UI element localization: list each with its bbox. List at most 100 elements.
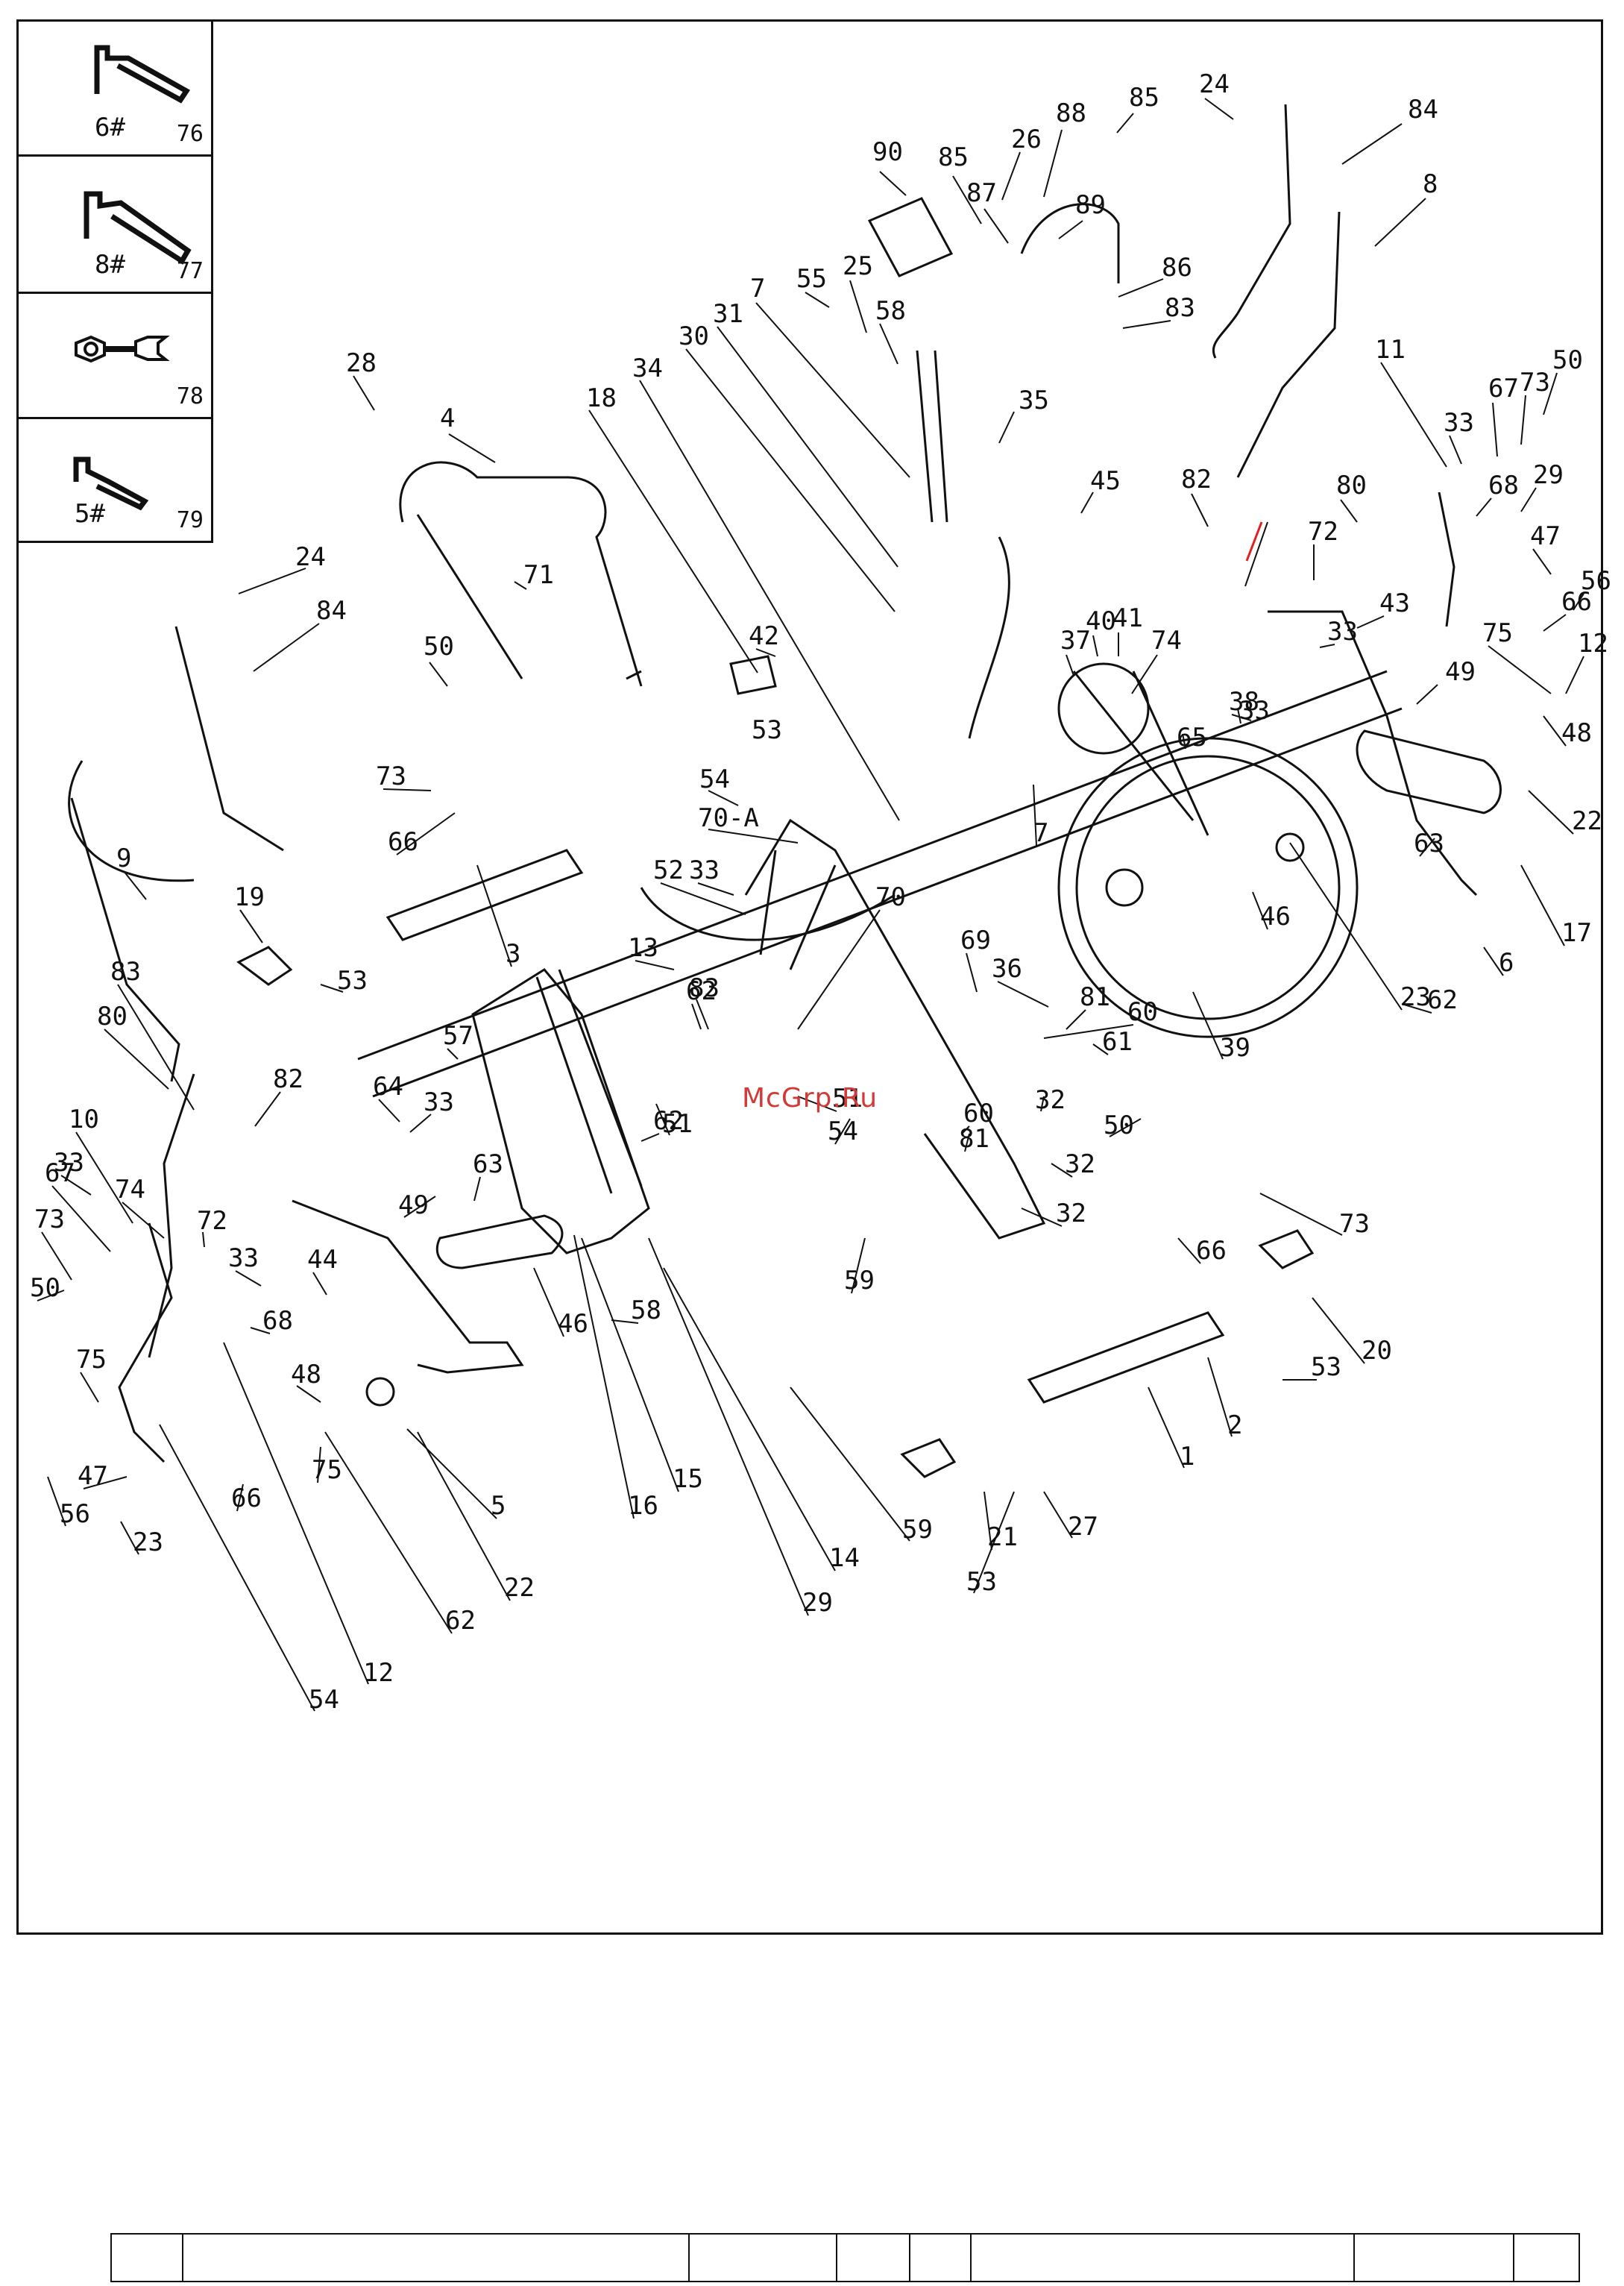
- tool-size-label: 8#: [95, 250, 125, 280]
- part-number-label: 62: [686, 976, 717, 1006]
- part-number-label: 61: [1102, 1027, 1133, 1057]
- leader-line: [1043, 129, 1063, 198]
- leader-line: [691, 1003, 702, 1030]
- leader-line: [406, 1428, 497, 1519]
- part-number-label: 58: [631, 1296, 661, 1325]
- leader-line: [1312, 1297, 1365, 1364]
- leader-line: [1066, 654, 1074, 676]
- part-number-label: 68: [262, 1306, 293, 1336]
- leader-line: [685, 348, 896, 612]
- tool-legend: 6# 76 8# 77 78 5# 79: [16, 19, 213, 543]
- tool-number-label: 79: [176, 507, 204, 533]
- leader-line: [104, 1029, 169, 1090]
- part-number-label: 62: [445, 1606, 476, 1636]
- part-number-label: 67: [1488, 374, 1519, 403]
- part-number-label: 53: [966, 1567, 997, 1597]
- leader-line: [236, 1483, 244, 1512]
- part-number-label: 73: [1520, 368, 1550, 398]
- part-number-label: 33: [1444, 408, 1474, 438]
- part-number-label: 40: [1086, 606, 1116, 636]
- part-number-label: 52: [653, 855, 684, 885]
- leader-line: [514, 581, 527, 590]
- part-number-label: 65: [1177, 723, 1207, 753]
- part-outline: [640, 887, 896, 941]
- part-number-label: 62: [653, 1106, 684, 1136]
- leader-line: [611, 1319, 639, 1324]
- part-number-label: 83: [689, 973, 720, 1003]
- part-number-label: 2: [1227, 1410, 1242, 1440]
- part-number-label: 26: [1011, 125, 1042, 154]
- leader-line: [254, 1091, 281, 1127]
- leader-line: [1520, 395, 1526, 445]
- hex-key-icon: [84, 191, 192, 265]
- footer-cell: [112, 2235, 183, 2281]
- part-number-label: 11: [1375, 335, 1406, 365]
- leader-line: [1021, 1208, 1063, 1227]
- part-outline: [1105, 868, 1144, 907]
- leader-line: [235, 1270, 262, 1287]
- leader-line: [1528, 790, 1574, 835]
- leader-line: [1043, 1491, 1073, 1539]
- part-number-label: 49: [1445, 657, 1476, 687]
- part-number-label: 81: [1080, 982, 1110, 1012]
- part-outline: [744, 818, 1046, 1240]
- leader-line: [317, 1446, 321, 1483]
- part-outline: [68, 760, 195, 882]
- leader-line: [797, 909, 881, 1030]
- part-number-label: 43: [1379, 588, 1410, 618]
- part-number-label: 33: [54, 1148, 84, 1178]
- part-number-label: 13: [628, 933, 658, 963]
- part-number-label: 46: [558, 1309, 588, 1339]
- leader-line: [639, 380, 900, 821]
- part-outline: [558, 969, 643, 1187]
- part-number-label: 50: [30, 1273, 60, 1303]
- part-number-label: 66: [388, 827, 418, 857]
- part-number-label: 30: [679, 321, 709, 351]
- part-number-label: 33: [689, 855, 720, 885]
- part-number-label: 20: [1362, 1336, 1392, 1366]
- part-number-label: 34: [632, 354, 663, 383]
- part-number-label: 15: [673, 1464, 703, 1494]
- leader-line: [37, 1290, 65, 1301]
- leader-line: [1092, 635, 1098, 657]
- part-number-label: 25: [843, 251, 873, 281]
- part-number-label: 9: [116, 844, 131, 873]
- part-number-label: 82: [273, 1064, 303, 1094]
- part-number-label: 60: [1127, 997, 1158, 1027]
- leader-line: [635, 960, 675, 970]
- part-number-label: 81: [959, 1124, 989, 1154]
- part-outline: [399, 461, 643, 687]
- leader-line: [663, 1267, 836, 1571]
- part-number-label: 63: [473, 1149, 503, 1179]
- part-number-label: 59: [902, 1515, 933, 1545]
- part-number-label: 7: [1033, 818, 1048, 848]
- part-outline: [118, 1222, 173, 1463]
- leader-line: [961, 1125, 970, 1134]
- part-number-label: 54: [699, 764, 730, 794]
- part-number-label: 83: [110, 957, 141, 987]
- leader-line: [1483, 946, 1504, 976]
- leader-line: [476, 864, 512, 967]
- leader-line: [296, 1385, 321, 1403]
- tool-wrench: 78: [16, 294, 213, 419]
- part-number-label: 86: [1162, 253, 1192, 283]
- leader-line: [1182, 733, 1186, 750]
- part-number-label: 41: [1112, 603, 1143, 633]
- part-outline: [916, 350, 934, 523]
- leader-line: [1109, 1118, 1142, 1137]
- leader-line: [1374, 198, 1426, 247]
- part-outline: [385, 849, 584, 941]
- leader-line: [1231, 714, 1252, 721]
- leader-lines: [37, 98, 1584, 1712]
- leader-line: [1401, 1003, 1432, 1014]
- leader-line: [879, 171, 907, 196]
- footer-cell: [1514, 2235, 1579, 2281]
- leader-line: [250, 1327, 271, 1334]
- leader-line: [1319, 644, 1335, 648]
- part-outline: [900, 1438, 957, 1478]
- part-number-label: 59: [844, 1266, 875, 1296]
- leader-line: [1040, 1096, 1045, 1112]
- diagram-frame: [16, 19, 1603, 1935]
- leader-line: [1573, 593, 1584, 611]
